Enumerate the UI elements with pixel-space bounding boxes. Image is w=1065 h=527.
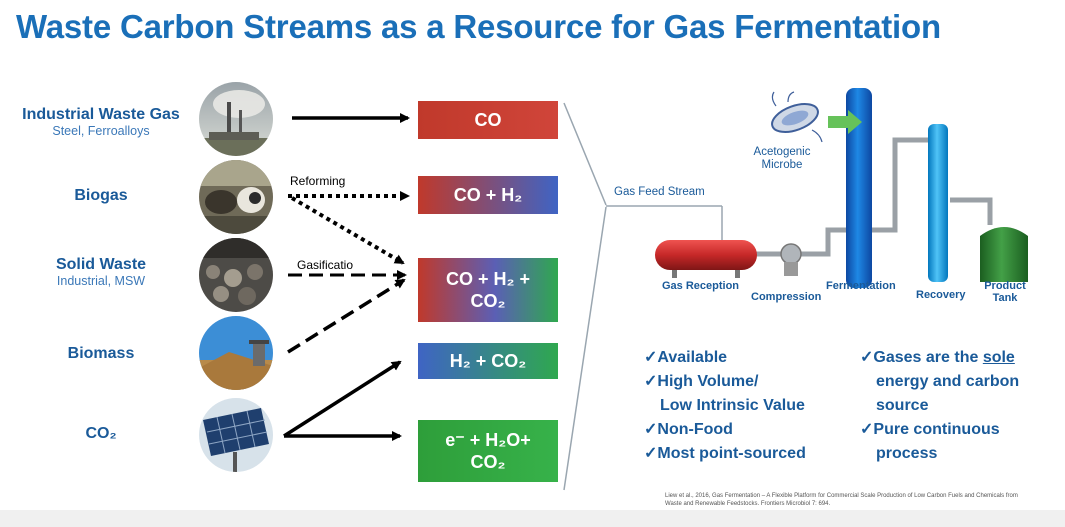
gas-box-label: CO + H₂ (453, 185, 523, 205)
compressor (780, 243, 802, 276)
recovery-column (928, 124, 948, 282)
gas-box-label: CO (474, 110, 502, 130)
feature-item: source (876, 397, 929, 414)
plant-piping (755, 137, 993, 257)
microbe-label: Acetogenic Microbe (752, 146, 812, 172)
gas-box-co-h2: CO + H₂ (418, 176, 558, 214)
check-icon: ✓ (860, 349, 874, 366)
green-arrow-icon (828, 110, 862, 134)
product-tank (980, 227, 1028, 282)
gasification-label: Gasificatio (297, 258, 354, 272)
source-sublabel: Industrial, MSW (56, 274, 146, 288)
source-label: Biomass (67, 345, 135, 362)
gas-box-label-line1: e⁻ + H₂O+ (445, 430, 531, 450)
check-icon: ✓ (644, 373, 658, 390)
gas-box-h2-co2: H₂ + CO₂ (418, 343, 558, 379)
source-sublabel: Steel, Ferroalloys (52, 124, 150, 138)
gas-feed-funnel (563, 102, 723, 491)
feature-item: ✓Non-Food (644, 421, 733, 438)
gas-box-electro-co2: e⁻ + H₂O+ CO₂ (418, 420, 558, 482)
gas-reception-label: Gas Reception (662, 280, 740, 292)
compression-label: Compression (751, 291, 822, 303)
gas-reception-tank (655, 240, 757, 278)
features-left-list: ✓Available ✓High Volume/ Low Intrinsic V… (644, 346, 806, 466)
gas-box-label-line2: CO₂ (470, 291, 506, 311)
footer-bar (0, 510, 1065, 527)
feature-item: ✓Gases are the sole (860, 349, 1015, 366)
solar-panel-photo (199, 398, 273, 472)
feature-item: ✓High Volume/ (644, 373, 759, 390)
acetogenic-microbe-icon (771, 91, 823, 143)
gas-box-label: H₂ + CO₂ (449, 351, 527, 371)
check-icon: ✓ (860, 421, 874, 438)
check-icon: ✓ (644, 349, 658, 366)
source-biomass: Biomass (6, 345, 196, 363)
citation: Liew et al., 2016, Gas Fermentation – A … (665, 493, 1018, 507)
arrow-co2-to-h2-co2 (283, 360, 402, 438)
product-tank-label: Product Tank (980, 280, 1030, 304)
solid-waste-photo (199, 238, 273, 312)
arrow-biomass-to-syngas (287, 278, 406, 354)
feature-item: process (876, 445, 938, 462)
source-co2: CO₂ (6, 425, 196, 443)
source-solid-waste: Solid Waste Industrial, MSW (6, 256, 196, 288)
source-label: CO₂ (85, 425, 117, 442)
arrow-biogas-to-syngas (290, 196, 405, 265)
feature-item: energy and carbon (876, 373, 1020, 390)
check-icon: ✓ (644, 445, 658, 462)
microbe-label-line2: Microbe (761, 159, 803, 171)
feature-item: ✓Pure continuous (860, 421, 1000, 438)
biogas-photo (199, 160, 273, 234)
page-title: Waste Carbon Streams as a Resource for G… (16, 8, 941, 45)
gas-box-co: CO (418, 101, 558, 139)
feature-item: ✓Available (644, 349, 728, 366)
microbe-label-line1: Acetogenic (753, 146, 811, 158)
fermentation-label: Fermentation (826, 280, 896, 292)
biomass-photo (199, 316, 273, 390)
fermentation-column (846, 88, 872, 288)
recovery-label: Recovery (916, 289, 966, 301)
source-label: Solid Waste (55, 256, 147, 273)
gas-feed-stream-label: Gas Feed Stream (614, 186, 705, 198)
check-icon: ✓ (644, 421, 658, 438)
features-right-list: ✓Gases are the sole energy and carbon so… (860, 346, 1019, 466)
source-biogas: Biogas (6, 187, 196, 205)
gas-box-label-line1: CO + H₂ + (445, 269, 531, 289)
source-industrial-waste-gas: Industrial Waste Gas Steel, Ferroalloys (6, 106, 196, 138)
reforming-label: Reforming (290, 174, 346, 188)
industrial-plant-photo (199, 82, 273, 156)
product-tank-label-line1: Product (984, 280, 1026, 292)
feature-item: ✓Most point-sourced (644, 445, 806, 462)
feature-item: Low Intrinsic Value (660, 397, 805, 414)
gas-box-label-line2: CO₂ (470, 452, 506, 472)
product-tank-label-line2: Tank (992, 292, 1018, 304)
gas-box-co-h2-co2: CO + H₂ + CO₂ (418, 258, 558, 322)
source-label: Industrial Waste Gas (22, 106, 180, 123)
source-label: Biogas (74, 187, 128, 204)
